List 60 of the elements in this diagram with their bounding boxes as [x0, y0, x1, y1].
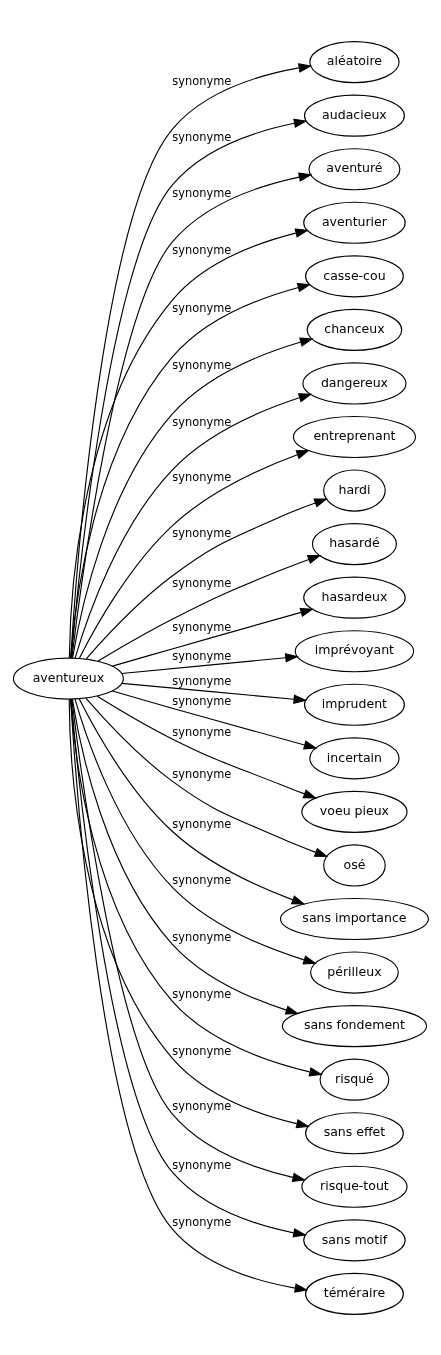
edge-label: synonyme [171, 357, 231, 372]
node-ellipse: sans effet [304, 1111, 404, 1154]
arrow [120, 682, 307, 704]
node-ellipse: dangereux [301, 361, 406, 405]
edge-label: synonyme [171, 185, 231, 200]
edge-label: synonyme [171, 816, 231, 831]
node-ellipse: sans importance [279, 897, 429, 940]
edge-label: synonyme [171, 129, 231, 144]
arrow [111, 607, 314, 667]
arrow [74, 392, 312, 659]
node-ellipse: risque-tout [300, 1165, 408, 1208]
edge-label: synonyme [171, 724, 231, 739]
edge-label: synonyme [171, 1157, 231, 1172]
arrow [71, 337, 314, 658]
node-ellipse: hasardé [311, 522, 397, 565]
edge-label: synonyme [171, 575, 231, 590]
node-ellipse: aléatoire [308, 40, 400, 83]
node-ellipse: aventuré [307, 147, 400, 190]
node-ellipse: hardi [322, 469, 386, 512]
edge-label: synonyme [171, 1043, 231, 1058]
edge-label: synonyme [171, 414, 231, 429]
arrow [78, 698, 305, 904]
arrow [78, 449, 310, 659]
arrow [96, 554, 321, 662]
node-ellipse: sans motif [302, 1218, 406, 1261]
arrow [120, 652, 299, 674]
arrow [84, 697, 328, 857]
edge-label: synonyme [171, 242, 231, 257]
node-ellipse: imprévoyant [294, 629, 414, 672]
edge-label: synonyme [171, 648, 231, 663]
edge-label: synonyme [171, 872, 231, 887]
edge-label: synonyme [171, 766, 231, 781]
node-ellipse: aventureux [12, 657, 124, 700]
node-ellipse: chanceux [306, 308, 402, 351]
arrow [85, 498, 328, 659]
edge-label: synonyme [171, 1098, 231, 1113]
edge-label: synonyme [171, 673, 231, 688]
node-ellipse: imprudent [303, 683, 405, 726]
edge-label: synonyme [171, 619, 231, 634]
node-ellipse: hasardeux [302, 576, 406, 619]
node-ellipse: casse-cou [304, 254, 404, 297]
edge-label: synonyme [171, 73, 231, 88]
arrow [73, 698, 317, 964]
arrow [111, 690, 317, 750]
edge-label: synonyme [171, 693, 231, 708]
edge-label: synonyme [171, 929, 231, 944]
node-ellipse: risqué [319, 1058, 389, 1101]
node-ellipse: téméraire [304, 1272, 404, 1315]
arrow [96, 695, 317, 799]
edge-label: synonyme [171, 525, 231, 540]
edge-label: synonyme [171, 986, 231, 1001]
node-ellipse: audacieux [303, 94, 405, 137]
edge-label: synonyme [171, 1214, 231, 1229]
edge-label: synonyme [171, 300, 231, 315]
arrow [71, 698, 299, 1015]
edge-label: synonyme [171, 469, 231, 484]
node-ellipse: osé [322, 843, 386, 887]
node-ellipse: aventurier [302, 201, 406, 244]
node-ellipse: périlleux [309, 950, 399, 994]
node-ellipse: incertain [308, 736, 400, 779]
